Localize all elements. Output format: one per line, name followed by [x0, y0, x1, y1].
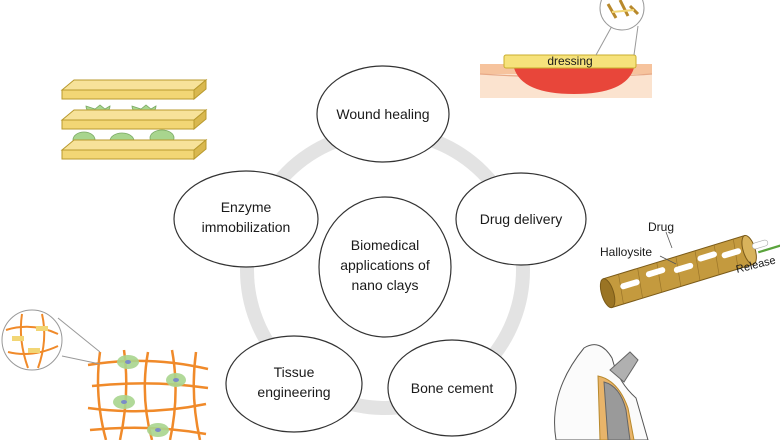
center-line-1: Biomedical: [351, 237, 419, 253]
node-drug-delivery: Drug delivery: [455, 172, 587, 266]
center-line-3: nano clays: [352, 277, 419, 293]
node-enzyme-label-2: immobilization: [202, 219, 291, 235]
node-tissue-label-2: engineering: [257, 384, 330, 400]
scaffold-illustration: [1, 309, 209, 441]
wound-dressing-illustration: dressing: [479, 0, 653, 98]
node-tissue-label-1: Tissue: [274, 364, 315, 380]
bone-implant-illustration: [554, 344, 649, 441]
node-wound-label: Wound healing: [336, 106, 429, 122]
dressing-label: dressing: [547, 54, 592, 68]
drug-label: Drug: [648, 220, 674, 234]
node-enzyme-immobilization: Enzyme immobilization: [173, 170, 319, 268]
halloysite-tube-illustration: Drug Halloysite Release: [599, 220, 780, 309]
node-drug-label: Drug delivery: [480, 211, 562, 227]
center-node: Biomedical applications of nano clays: [318, 196, 452, 338]
node-wound-healing: Wound healing: [316, 65, 450, 163]
center-line-2: applications of: [340, 257, 430, 273]
halloysite-label: Halloysite: [600, 245, 652, 259]
node-bone-label: Bone cement: [411, 380, 494, 396]
scaffold-zoom-circle: [1, 309, 63, 371]
clay-layers-illustration: [60, 78, 208, 161]
node-tissue-engineering: Tissue engineering: [225, 335, 363, 433]
node-enzyme-label-1: Enzyme: [221, 199, 272, 215]
node-bone-cement: Bone cement: [387, 339, 517, 437]
